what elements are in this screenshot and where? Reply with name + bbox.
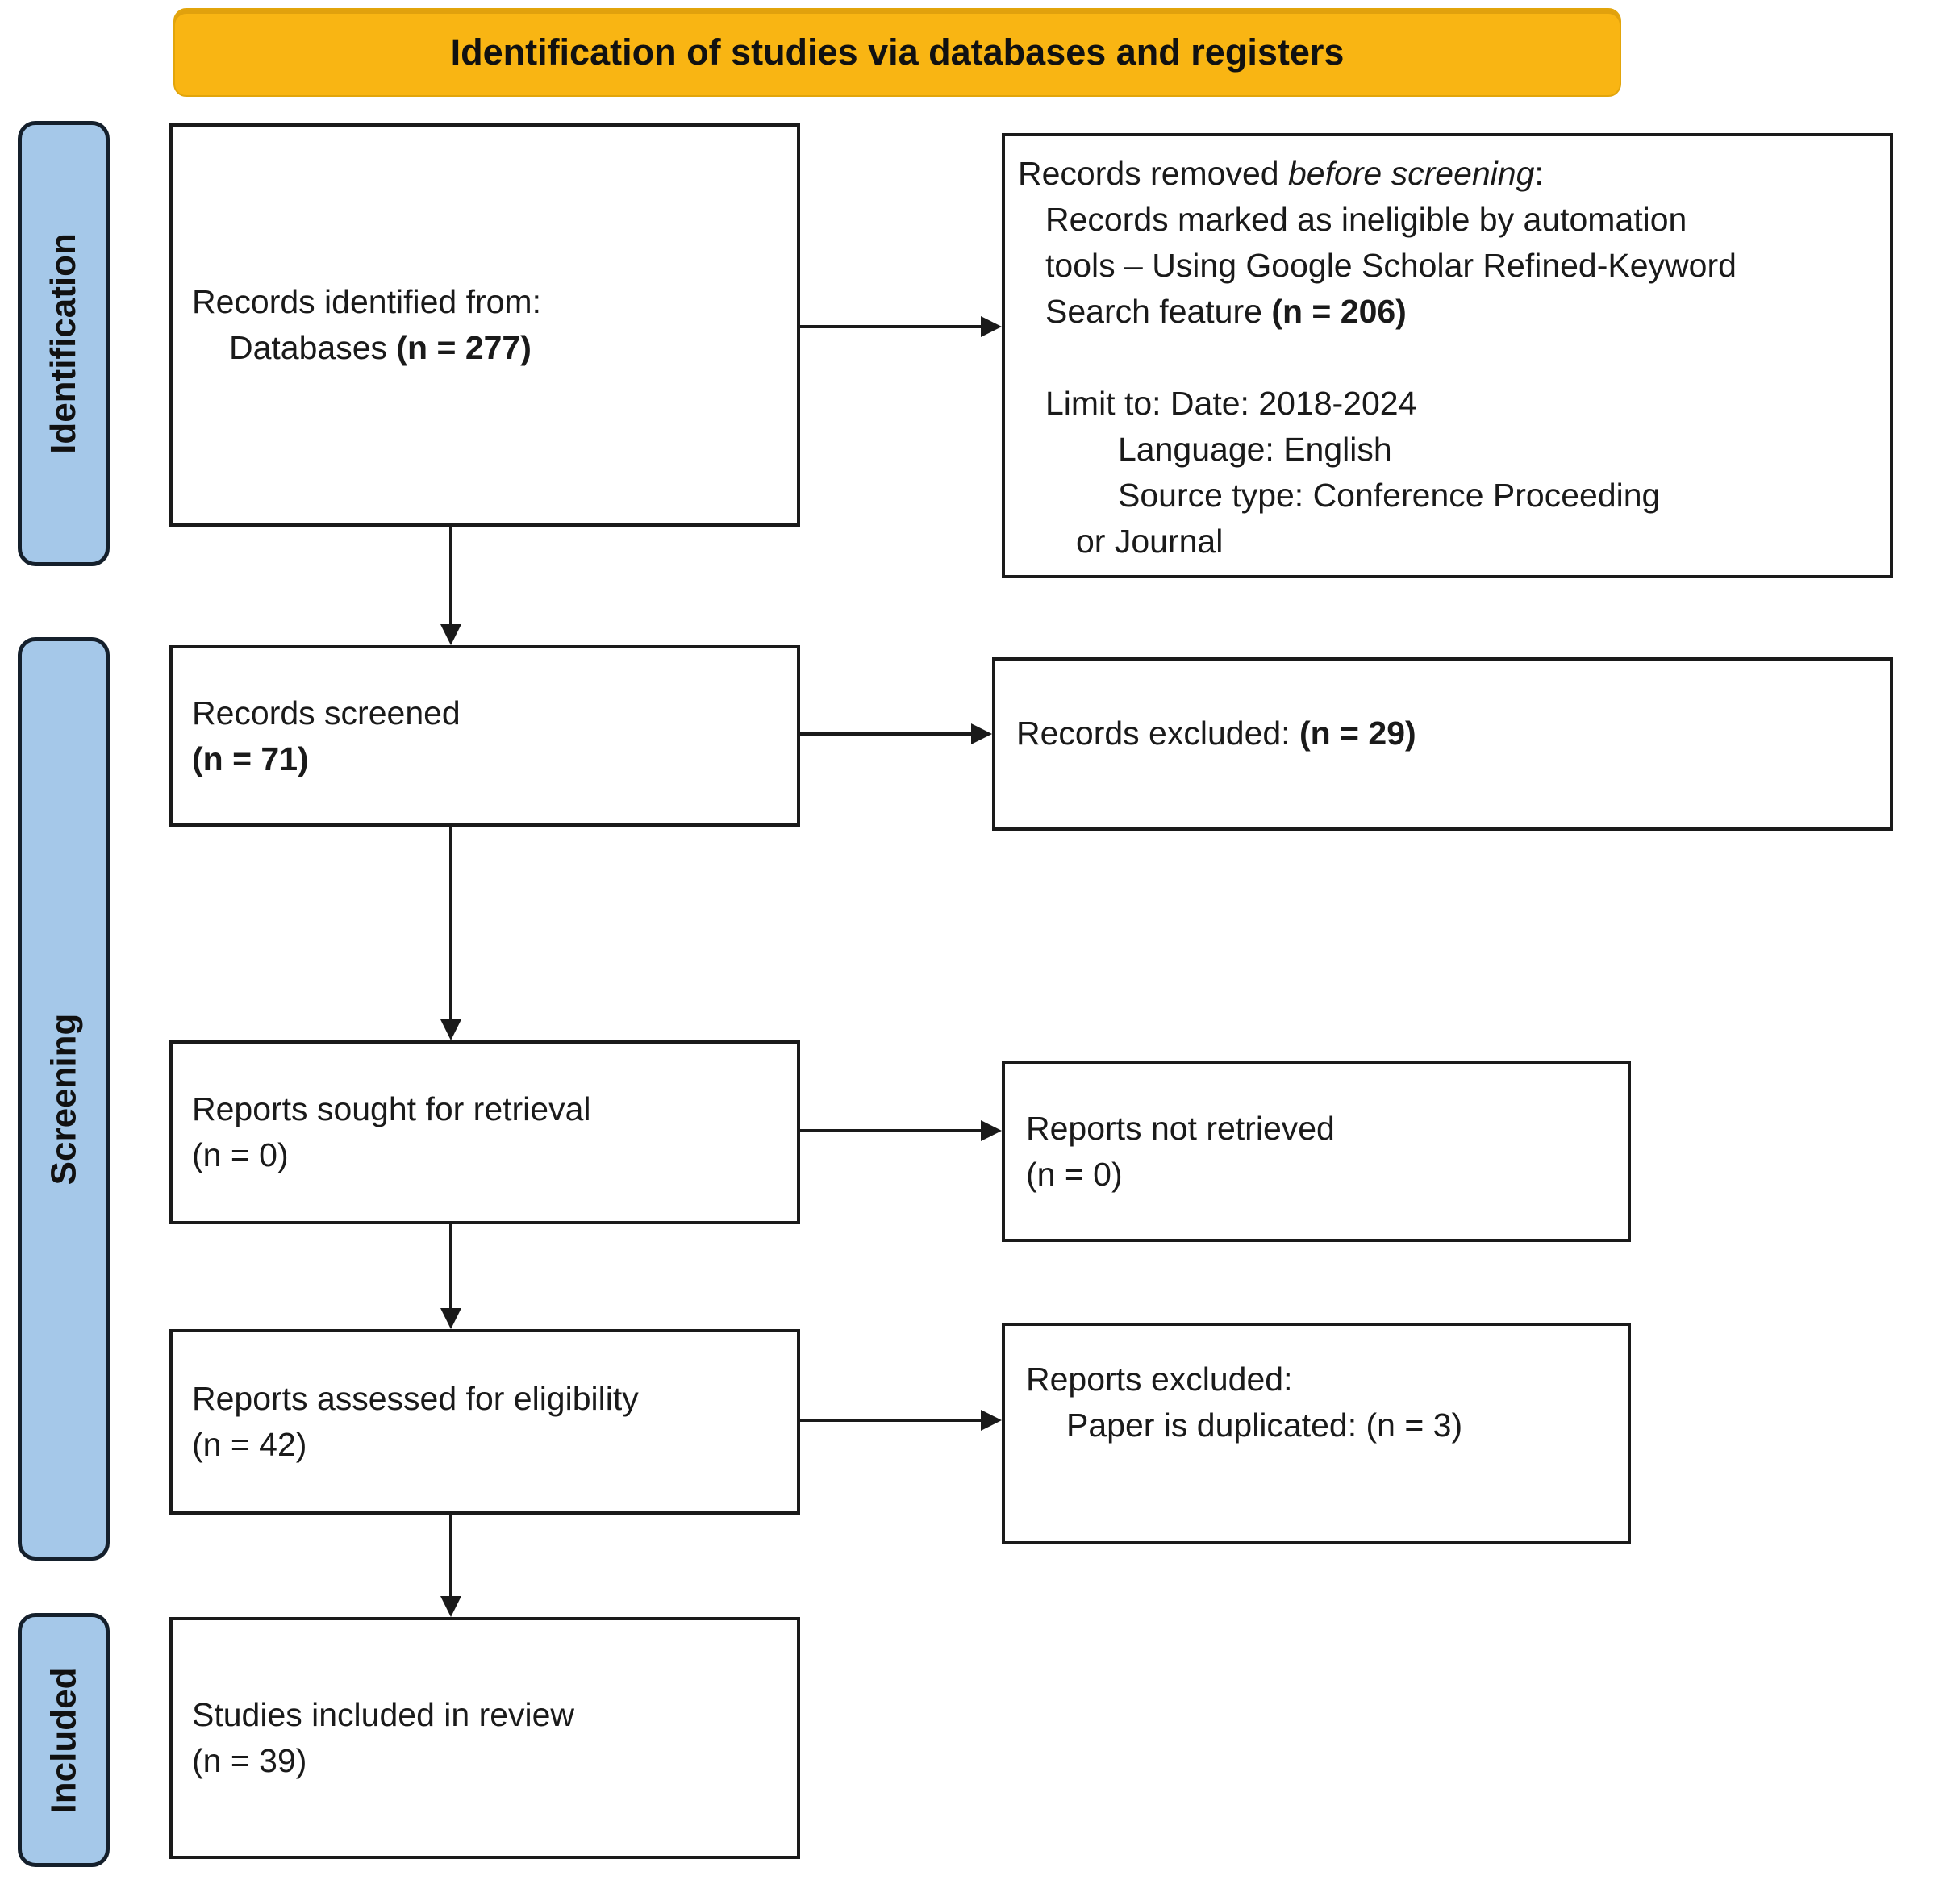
- stage-label-identification: Identification: [18, 121, 110, 566]
- arrow-shaft: [800, 1129, 984, 1132]
- blank-line: [1018, 335, 1879, 381]
- reports-not-retrieved-count: (n = 0): [1026, 1155, 1123, 1193]
- banner: Identification of studies via databases …: [173, 8, 1621, 97]
- records-identified-line1: Records identified from:: [192, 283, 541, 320]
- arrow-head-right-icon: [971, 723, 992, 744]
- flow-box-records-screened: Records screened (n = 71): [169, 645, 800, 827]
- flow-box-reports-excluded: Reports excluded: Paper is duplicated: (…: [1002, 1323, 1631, 1544]
- records-removed-source-line: Source type: Conference Proceeding: [1118, 477, 1661, 514]
- records-identified-count: (n = 277): [396, 329, 532, 366]
- arrow-screened-to-excluded: [800, 723, 992, 744]
- arrow-shaft: [800, 325, 984, 328]
- reports-assessed-count: (n = 42): [192, 1426, 307, 1463]
- flow-box-reports-assessed: Reports assessed for eligibility (n = 42…: [169, 1329, 800, 1515]
- records-removed-line2: Records marked as ineligible by automati…: [1045, 201, 1687, 238]
- flow-box-records-removed: Records removed before screening: Record…: [1002, 133, 1893, 578]
- arrow-screened-to-sought: [440, 827, 461, 1040]
- reports-sought-count: (n = 0): [192, 1136, 289, 1173]
- records-removed-limit-line: Limit to: Date: 2018-2024: [1045, 385, 1417, 422]
- arrow-shaft: [800, 1419, 984, 1422]
- stage-label-screening: Screening: [18, 637, 110, 1561]
- reports-excluded-line2: Paper is duplicated: (n = 3): [1066, 1407, 1463, 1444]
- flow-box-studies-included: Studies included in review (n = 39): [169, 1617, 800, 1859]
- records-removed-line1: Records removed before screening:: [1018, 155, 1544, 192]
- records-excluded-count: (n = 29): [1299, 715, 1416, 752]
- arrow-head-down-icon: [440, 1019, 461, 1040]
- stage-label-identification-text: Identification: [44, 233, 83, 454]
- arrow-shaft: [800, 732, 974, 736]
- arrow-head-right-icon: [981, 1410, 1002, 1431]
- records-removed-language-line: Language: English: [1118, 431, 1392, 468]
- arrow-sought-to-not-retrieved: [800, 1120, 1002, 1141]
- arrow-identified-to-removed: [800, 316, 1002, 337]
- reports-sought-line1: Reports sought for retrieval: [192, 1090, 591, 1127]
- reports-assessed-line1: Reports assessed for eligibility: [192, 1380, 639, 1417]
- records-removed-line3: tools – Using Google Scholar Refined-Key…: [1045, 247, 1737, 284]
- stage-label-included: Included: [18, 1613, 110, 1867]
- arrow-identified-to-screened: [440, 527, 461, 645]
- flow-box-records-identified: Records identified from: Databases (n = …: [169, 123, 800, 527]
- stage-label-screening-text: Screening: [44, 1013, 83, 1185]
- records-removed-line4: Search feature (n = 206): [1045, 293, 1407, 330]
- flow-box-reports-sought: Reports sought for retrieval (n = 0): [169, 1040, 800, 1224]
- arrow-shaft: [449, 1515, 452, 1599]
- flow-box-reports-not-retrieved: Reports not retrieved (n = 0): [1002, 1061, 1631, 1242]
- reports-not-retrieved-line1: Reports not retrieved: [1026, 1109, 1335, 1147]
- banner-title: Identification of studies via databases …: [450, 31, 1345, 73]
- records-removed-journal-line: or Journal: [1076, 523, 1224, 560]
- arrow-head-right-icon: [981, 1120, 1002, 1141]
- arrow-assessed-to-excluded: [800, 1410, 1002, 1431]
- arrow-shaft: [449, 1224, 452, 1311]
- records-removed-count: (n = 206): [1271, 293, 1407, 330]
- arrow-head-down-icon: [440, 624, 461, 645]
- records-identified-line2: Databases (n = 277): [229, 329, 532, 366]
- reports-excluded-line1: Reports excluded:: [1026, 1361, 1293, 1398]
- arrow-shaft: [449, 827, 452, 1023]
- records-excluded-line1: Records excluded: (n = 29): [1016, 715, 1416, 752]
- records-screened-count: (n = 71): [192, 740, 309, 777]
- stage-label-included-text: Included: [44, 1667, 83, 1813]
- arrow-head-down-icon: [440, 1308, 461, 1329]
- arrow-shaft: [449, 527, 452, 627]
- arrow-sought-to-assessed: [440, 1224, 461, 1329]
- studies-included-count: (n = 39): [192, 1742, 307, 1779]
- arrow-head-right-icon: [981, 316, 1002, 337]
- records-screened-line1: Records screened: [192, 694, 461, 732]
- arrow-assessed-to-included: [440, 1515, 461, 1617]
- flow-box-records-excluded: Records excluded: (n = 29): [992, 657, 1893, 831]
- arrow-head-down-icon: [440, 1596, 461, 1617]
- studies-included-line1: Studies included in review: [192, 1696, 575, 1733]
